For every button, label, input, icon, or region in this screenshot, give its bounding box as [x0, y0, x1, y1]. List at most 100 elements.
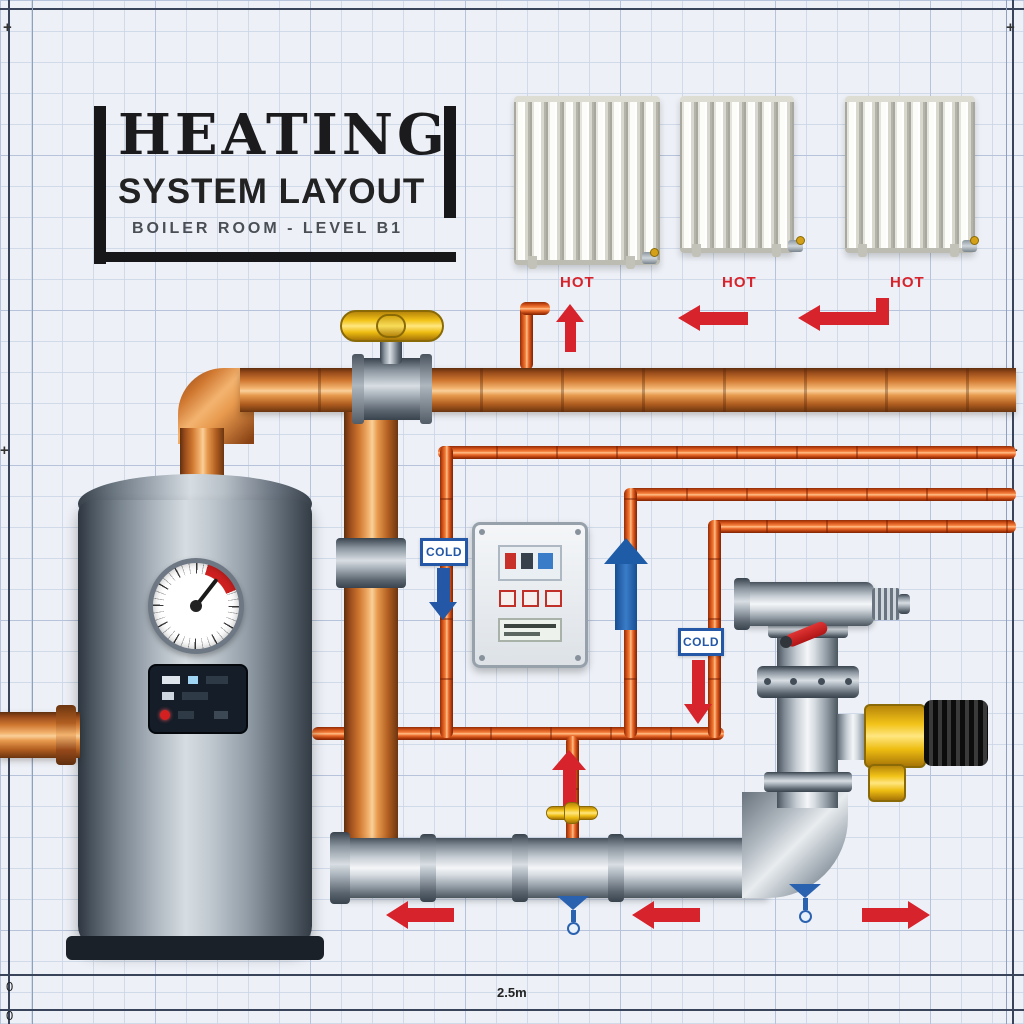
radiator-3-foot-left: [858, 244, 867, 257]
control-box-screen-dark: [521, 553, 533, 569]
riser-flange-bolt-2: [790, 678, 797, 685]
riser-tee: [742, 582, 874, 626]
radiator-supply-elbow-vertical: [520, 304, 533, 370]
title-bar-left: [94, 106, 106, 264]
radiator-supply-elbow-horizontal: [520, 302, 550, 315]
title-block: HEATING SYSTEM LAYOUT BOILER ROOM - LEVE…: [90, 100, 460, 270]
tee-nozzle: [872, 588, 900, 620]
ruler-dimension: 2.5m: [497, 985, 527, 1000]
panel-indicator-2: [188, 676, 198, 684]
panel-indicator-6: [178, 711, 194, 719]
riser-flange: [757, 666, 859, 698]
frame-line-right-outer: [1012, 0, 1014, 1024]
steel-return-pipe: [338, 838, 768, 898]
drain-valve-1-cone: [557, 896, 589, 910]
hot-label-3: HOT: [890, 274, 925, 291]
tool-grip: [868, 764, 906, 802]
arrow-corner-radiator-3-head: [798, 305, 820, 331]
riser-band-lower: [764, 772, 852, 792]
control-box-screen-red: [505, 553, 516, 569]
hot-label-2: HOT: [722, 274, 757, 291]
pipe-coupling: [336, 538, 406, 588]
frame-line-left-outer: [8, 0, 10, 1024]
riser-flange-bolt-3: [818, 678, 825, 685]
arrow-corner-radiator-3-shaft: [820, 312, 889, 325]
arrow-up-return-head: [604, 538, 648, 564]
plus-mark-top-left: +: [3, 19, 12, 36]
arrow-up-branch-head: [552, 750, 586, 770]
radiator-1-foot-left: [528, 256, 537, 269]
ruler-zero-left: 0: [6, 979, 14, 994]
frame-line-bottom-lower: [0, 1009, 1024, 1011]
arrow-up-return-shaft: [615, 564, 637, 630]
steel-joint-3: [608, 834, 624, 902]
plus-mark-top-right: +: [1006, 19, 1015, 36]
cold-label-upper: COLD: [420, 538, 468, 566]
arrow-up-radiator-1: [556, 304, 584, 352]
control-box-screw-tl: [479, 529, 485, 535]
drain-valve-2-outlet: [798, 910, 812, 923]
frame-line-left-inner: [32, 0, 33, 1024]
control-box-lcd: [498, 618, 562, 642]
gate-valve-body: [352, 358, 432, 420]
control-box-screw-bl: [479, 655, 485, 661]
arrow-left-return-1-head: [386, 901, 408, 929]
drain-valve-1-outlet: [566, 922, 580, 935]
radiator-2-valve-knob: [796, 236, 805, 245]
arrow-left-radiator-2-head: [678, 305, 700, 331]
arrow-down-cold-lower-shaft: [692, 660, 705, 704]
control-box-screen-blue: [538, 553, 553, 569]
drain-valve-1-stem: [570, 910, 576, 922]
cold-label-lower-text: COLD: [683, 635, 719, 649]
arrow-down-cold-lower-head: [684, 704, 712, 724]
arrow-shaft: [565, 322, 576, 352]
mini-valve-hub: [564, 802, 580, 824]
control-box-button-2: [522, 590, 539, 607]
arrow-right-return-head: [908, 901, 930, 929]
orange-pipe-h3: [708, 520, 1016, 533]
arrow-head: [556, 304, 584, 322]
drain-valve-2: [788, 884, 822, 923]
lever-pivot: [780, 636, 792, 648]
radiator-3-foot-right: [950, 244, 959, 257]
cold-label-lower: COLD: [678, 628, 724, 656]
title-line-3: BOILER ROOM - LEVEL B1: [132, 220, 404, 237]
arrow-left-return-2-shaft: [654, 908, 700, 922]
cold-label-upper-text: COLD: [426, 545, 462, 559]
gate-valve-flange-left: [352, 354, 364, 424]
orange-pipe-h1: [438, 446, 1016, 459]
steel-joint-1: [420, 834, 436, 902]
drain-valve-2-cone: [789, 884, 821, 898]
nozzle-tip: [898, 594, 910, 614]
inlet-flange: [56, 705, 76, 765]
panel-indicator-4: [162, 692, 174, 700]
gate-valve-handle-hub: [376, 314, 406, 338]
title-line-1: HEATING: [118, 102, 449, 168]
valve-drop-pipe: [344, 412, 398, 856]
radiator-1: [514, 96, 660, 265]
control-box-button-1: [499, 590, 516, 607]
title-bar-bottom: [94, 252, 456, 262]
panel-indicator-7: [214, 711, 228, 719]
tool-head: [924, 700, 988, 766]
radiator-1-valve-knob: [650, 248, 659, 257]
drain-valve-1: [556, 896, 590, 935]
plus-mark-mid-left: +: [0, 442, 9, 459]
radiator-3-valve-knob: [970, 236, 979, 245]
frame-line-right-inner: [1006, 0, 1007, 1024]
title-bar-right: [444, 106, 456, 218]
steel-endcap-left: [330, 832, 350, 904]
pressure-gauge: [148, 558, 244, 654]
control-box-screw-br: [575, 655, 581, 661]
panel-indicator-5: [182, 692, 208, 700]
frame-line-top: [0, 8, 1024, 10]
frame-line-bottom-upper: [0, 974, 1024, 976]
arrow-right-return-shaft: [862, 908, 908, 922]
panel-power-led: [160, 710, 170, 720]
panel-indicator-1: [162, 676, 180, 684]
boiler-base: [66, 936, 324, 960]
tee-endcap-left: [734, 578, 750, 630]
radiator-3: [845, 96, 975, 253]
riser-flange-bolt-1: [764, 678, 771, 685]
control-box-lcd-line-2: [504, 632, 540, 636]
